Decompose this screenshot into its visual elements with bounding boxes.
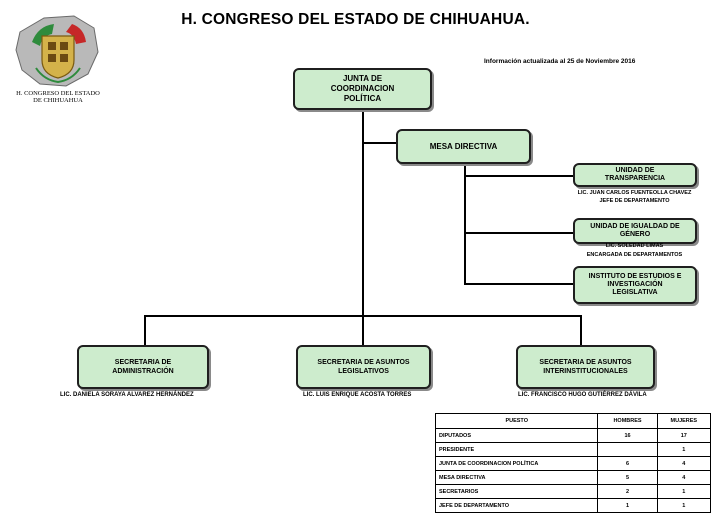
- logo-caption: H. CONGRESO DEL ESTADO DE CHIHUAHUA: [16, 90, 100, 104]
- igualdad-role: ENCARGADA DE DEPARTAMENTOS: [586, 252, 683, 258]
- org-box-mesa-directiva: MESA DIRECTIVA: [396, 129, 531, 164]
- table-row: PRESIDENTE 1: [434, 442, 711, 457]
- org-box-igualdad: UNIDAD DE IGUALDAD DE GÉNERO: [573, 218, 697, 244]
- connector-line: [362, 315, 364, 346]
- connector-line: [144, 315, 146, 346]
- connector-line: [464, 232, 574, 234]
- connector-line: [464, 164, 466, 284]
- org-box-instituto: INSTITUTO DE ESTUDIOS E INVESTIGACIÓN LE…: [573, 266, 697, 304]
- org-box-legislativos: SECRETARIA DE ASUNTOS LEGISLATIVOS: [296, 345, 431, 389]
- congress-logo: [14, 12, 100, 90]
- table-header-row: PUESTO HOMBRES MUJERES: [434, 413, 711, 429]
- org-box-junta: JUNTA DE COORDINACION POLÍTICA: [293, 68, 432, 110]
- org-box-administracion: SECRETARIA DE ADMINISTRACIÓN: [77, 345, 209, 389]
- administracion-name: LIC. DANIELA SORAYA ALVAREZ HERNÁNDEZ: [60, 392, 194, 398]
- table-row: MESA DIRECTIVA 5 4: [434, 470, 711, 485]
- table-row: SECRETARIOS 2 1: [434, 484, 711, 499]
- org-box-transparencia: UNIDAD DE TRANSPARENCIA: [573, 163, 697, 187]
- legislativos-name: LIC. LUIS ENRIQUE ACOSTA TORRES: [303, 392, 412, 398]
- gender-stats-table: PUESTO HOMBRES MUJERES DIPUTADOS 16 17 P…: [434, 413, 711, 513]
- transparencia-role: JEFE DE DEPARTAMENTO: [599, 198, 670, 204]
- update-date: Información actualizada al 25 de Noviemb…: [484, 58, 636, 65]
- page-title: H. CONGRESO DEL ESTADO DE CHIHUAHUA.: [181, 11, 530, 28]
- table-row: DIPUTADOS 16 17: [434, 428, 711, 443]
- connector-line: [464, 175, 574, 177]
- column-header: PUESTO: [434, 413, 599, 429]
- transparencia-name: LIC. JUAN CARLOS FUENTEOLLA CHAVEZ: [577, 190, 692, 196]
- connector-line: [362, 142, 397, 144]
- interinstitucionales-name: LIC. FRANCISCO HUGO GUTIÉRREZ DÁVILA: [518, 392, 647, 398]
- connector-line: [362, 108, 364, 316]
- table-row: JUNTA DE COORDINACION POLÍTICA 6 4: [434, 456, 711, 471]
- igualdad-name: LIC. SOLEDAD LIMAS: [605, 243, 664, 249]
- column-header: HOMBRES: [597, 413, 658, 429]
- table-row: JEFE DE DEPARTAMENTO 1 1: [434, 498, 711, 513]
- connector-line: [580, 315, 582, 346]
- org-box-interinstitucionales: SECRETARIA DE ASUNTOS INTERINSTITUCIONAL…: [516, 345, 655, 389]
- column-header: MUJERES: [656, 413, 711, 429]
- connector-line: [464, 283, 574, 285]
